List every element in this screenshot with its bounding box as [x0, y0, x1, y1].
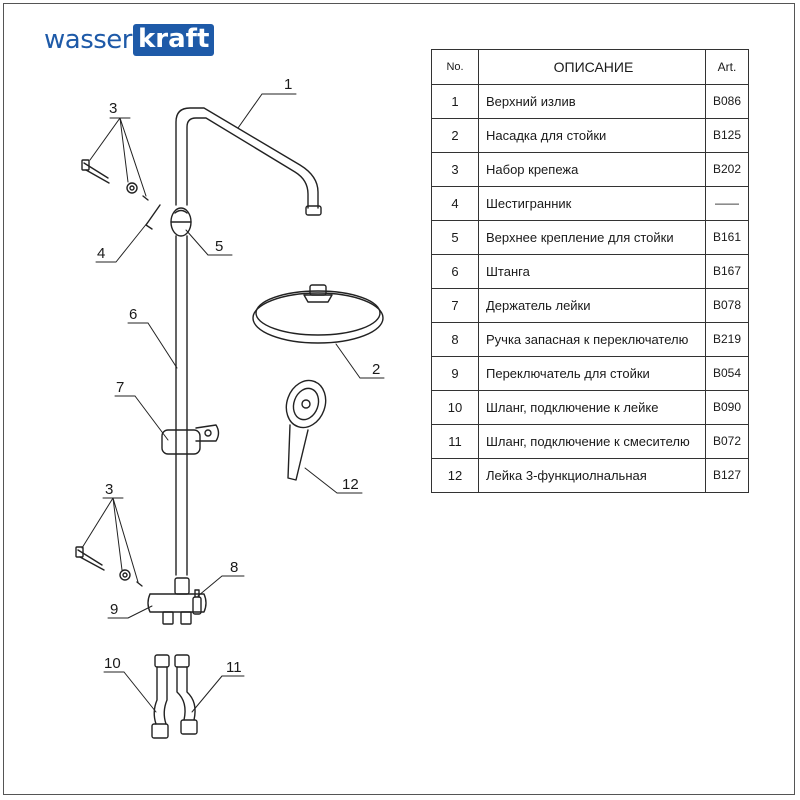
- row-art: B202: [705, 152, 749, 187]
- row-art: B090: [705, 390, 749, 425]
- callout-3-top: 3: [109, 100, 117, 117]
- header-no: No.: [431, 49, 479, 85]
- upper-bracket: [170, 207, 192, 237]
- row-art: B086: [705, 84, 749, 119]
- callout-11: 11: [226, 659, 242, 676]
- row-no: 3: [431, 152, 479, 187]
- handshower: [285, 379, 327, 481]
- row-art: B127: [705, 458, 749, 493]
- row-description: Штанга: [478, 254, 706, 289]
- callout-4: 4: [97, 245, 105, 262]
- callout-9: 9: [110, 601, 118, 618]
- row-no: 8: [431, 322, 479, 357]
- row-art: B054: [705, 356, 749, 391]
- row-no: 2: [431, 118, 479, 153]
- callout-10: 10: [104, 655, 121, 672]
- row-art: B167: [705, 254, 749, 289]
- header-description: ОПИСАНИЕ: [478, 49, 706, 85]
- callout-2: 2: [372, 361, 380, 378]
- row-description: Лейка 3-функциолнальная: [478, 458, 706, 493]
- callout-numbers: 1 3 4 5 6 7 2 12 3 8 9 10 11: [97, 76, 380, 676]
- fixing-set-top: [81, 159, 149, 201]
- callout-6: 6: [129, 306, 137, 323]
- callout-3-bottom: 3: [105, 481, 113, 498]
- row-art: B125: [705, 118, 749, 153]
- row-no: 12: [431, 458, 479, 493]
- row-description: Ручка запасная к переключателю: [478, 322, 706, 357]
- diverter: [147, 577, 207, 625]
- row-no: 9: [431, 356, 479, 391]
- hoses: [151, 654, 198, 739]
- row-description: Насадка для стойки: [478, 118, 706, 153]
- row-description: Набор крепежа: [478, 152, 706, 187]
- row-no: 6: [431, 254, 479, 289]
- row-description: Верхнее крепление для стойки: [478, 220, 706, 255]
- upper-spout: [175, 107, 322, 216]
- fixing-set-bottom: [75, 546, 143, 587]
- row-art: ——: [705, 186, 749, 221]
- row-art: B078: [705, 288, 749, 323]
- callout-7: 7: [116, 379, 124, 396]
- row-no: 1: [431, 84, 479, 119]
- spare-handle: [192, 589, 202, 615]
- header-art: Art.: [705, 49, 749, 85]
- brand-logo-wasser: wasser: [44, 25, 132, 55]
- brand-logo-kraft: kraft: [132, 24, 215, 56]
- row-no: 7: [431, 288, 479, 323]
- callout-8: 8: [230, 559, 238, 576]
- row-art: B072: [705, 424, 749, 459]
- row-art: B219: [705, 322, 749, 357]
- hex-key: [145, 204, 161, 230]
- page-frame: [3, 3, 795, 795]
- row-no: 4: [431, 186, 479, 221]
- row-description: Шланг, подключение к смесителю: [478, 424, 706, 459]
- row-description: Верхний излив: [478, 84, 706, 119]
- handshower-holder: [161, 424, 220, 455]
- callout-12: 12: [342, 476, 359, 493]
- parts-table-header: No. ОПИСАНИЕ Art.: [431, 49, 749, 85]
- row-art: B161: [705, 220, 749, 255]
- row-no: 11: [431, 424, 479, 459]
- callout-5: 5: [215, 238, 223, 255]
- overhead-shower: [252, 284, 384, 344]
- row-description: Переключатель для стойки: [478, 356, 706, 391]
- row-description: Держатель лейки: [478, 288, 706, 323]
- row-no: 5: [431, 220, 479, 255]
- shower-rod: [175, 235, 188, 576]
- callout-1: 1: [284, 76, 292, 93]
- leader-lines: [81, 93, 385, 713]
- row-no: 10: [431, 390, 479, 425]
- row-description: Шланг, подключение к лейке: [478, 390, 706, 425]
- row-description: Шестигранник: [478, 186, 706, 221]
